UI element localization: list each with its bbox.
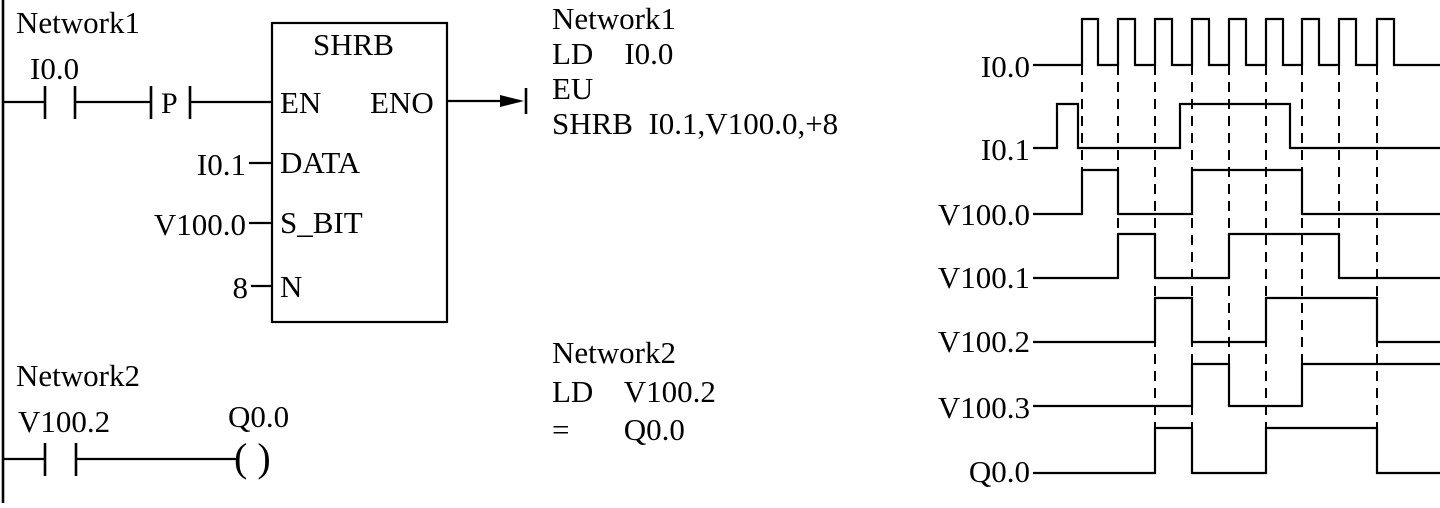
edge-label: P [161,87,178,120]
eno-pin-label: ENO [370,85,434,120]
waveform-v100-1 [1033,232,1440,280]
coil-q0-0-label: Q0.0 [228,399,289,434]
signal-label: I0.0 [981,49,1030,84]
stl-line: EU [552,71,593,106]
eno-arrow-icon [500,95,524,107]
positive-edge-contact: P [149,86,192,120]
signal-label: V100.3 [938,390,1030,425]
waveform-v100-0 [1033,168,1440,216]
stl-line: = Q0.0 [552,412,685,447]
coil-q0-0: ( ) [234,435,271,480]
contact-i0-0-label: I0.0 [30,51,79,86]
stl-line: LD I0.0 [552,36,673,71]
n-input-label: 8 [233,270,249,305]
sbit-input-label: V100.0 [154,207,246,242]
stl-network2-title: Network2 [552,335,676,370]
contact-i0-0 [43,86,77,119]
ladder-diagram: Network1 I0.0 P SHRB EN ENO DATA S_BIT N… [1,0,528,503]
waveform-i0-0 [1033,17,1440,67]
sbit-pin-label: S_BIT [280,205,363,240]
network2-title: Network2 [16,358,140,393]
waveform-q0-0 [1033,426,1440,475]
stl-line: SHRB I0.1,V100.0,+8 [552,106,838,141]
signal-label: I0.1 [981,132,1030,167]
signal-label: V100.1 [938,260,1030,295]
data-pin-label: DATA [280,145,361,180]
waveform-v100-2 [1033,296,1440,344]
network1-title: Network1 [16,5,140,40]
n-pin-label: N [280,269,302,304]
contact-v100-2-label: V100.2 [18,404,110,439]
waveform-i0-1 [1033,102,1440,150]
contact-v100-2 [43,443,78,476]
stl-line: LD V100.2 [552,374,716,409]
signal-label: V100.2 [938,324,1030,359]
timing-diagram: I0.0 I0.1 V100.0 V100.1 V100.2 V100.3 Q0… [938,17,1440,489]
shrb-title: SHRB [313,27,394,62]
en-pin-label: EN [280,85,321,120]
shrb-block [270,21,449,324]
signal-label: V100.0 [938,197,1030,232]
data-input-label: I0.1 [197,147,246,182]
stl-network1-title: Network1 [552,1,676,36]
waveform-v100-3 [1033,362,1440,408]
statement-list: Network1 LD I0.0 EU SHRB I0.1,V100.0,+8 … [552,1,838,447]
signal-label: Q0.0 [969,454,1030,489]
